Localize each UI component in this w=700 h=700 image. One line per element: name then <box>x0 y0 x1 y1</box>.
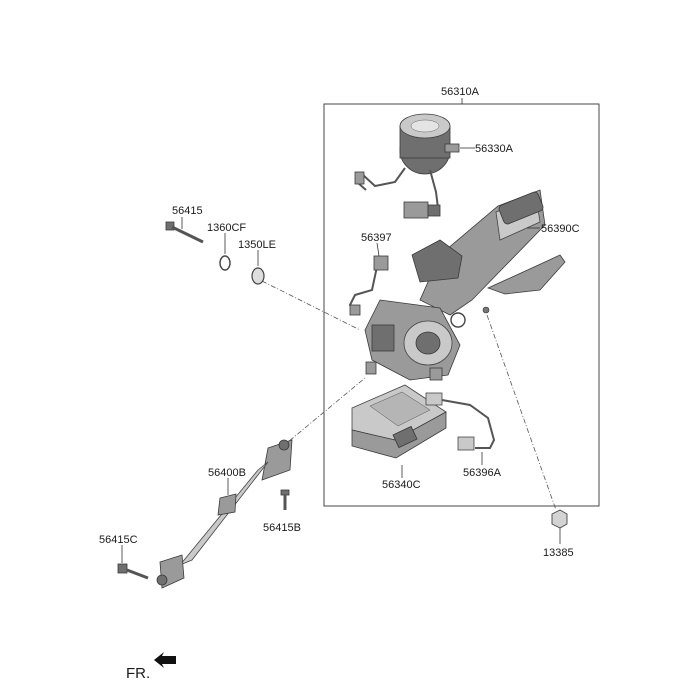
front-arrow-icon <box>154 652 176 668</box>
label-56415: 56415 <box>172 205 203 217</box>
washer-1350LE <box>251 267 265 285</box>
ecu-56340C <box>351 384 447 459</box>
label-56310A: 56310A <box>441 86 480 98</box>
label-1360CF: 1360CF <box>207 222 246 234</box>
label-56330A: 56330A <box>475 143 514 155</box>
column-56390C <box>411 189 566 328</box>
nut-13385 <box>551 509 568 529</box>
front-direction-label: FR. <box>126 665 150 682</box>
shaft-56400B <box>156 439 293 589</box>
label-56400B: 56400B <box>208 467 246 479</box>
assembly-frame <box>323 103 600 507</box>
label-56390C: 56390C <box>541 223 580 235</box>
harness-56397 <box>348 255 389 316</box>
bolt-56415B <box>280 489 290 510</box>
bolt-56415 <box>165 221 204 244</box>
label-56415C: 56415C <box>99 534 138 546</box>
label-56415B: 56415B <box>263 522 301 534</box>
motor-56330A <box>354 113 460 219</box>
washer-1360CF <box>219 255 231 271</box>
label-56340C: 56340C <box>382 479 421 491</box>
label-56397: 56397 <box>361 232 392 244</box>
cable-56396A <box>425 392 496 451</box>
label-1350LE: 1350LE <box>238 239 276 251</box>
label-56396A: 56396A <box>463 467 502 479</box>
gear-housing <box>364 299 461 381</box>
bolt-56415C <box>117 563 149 580</box>
label-13385: 13385 <box>543 547 574 559</box>
